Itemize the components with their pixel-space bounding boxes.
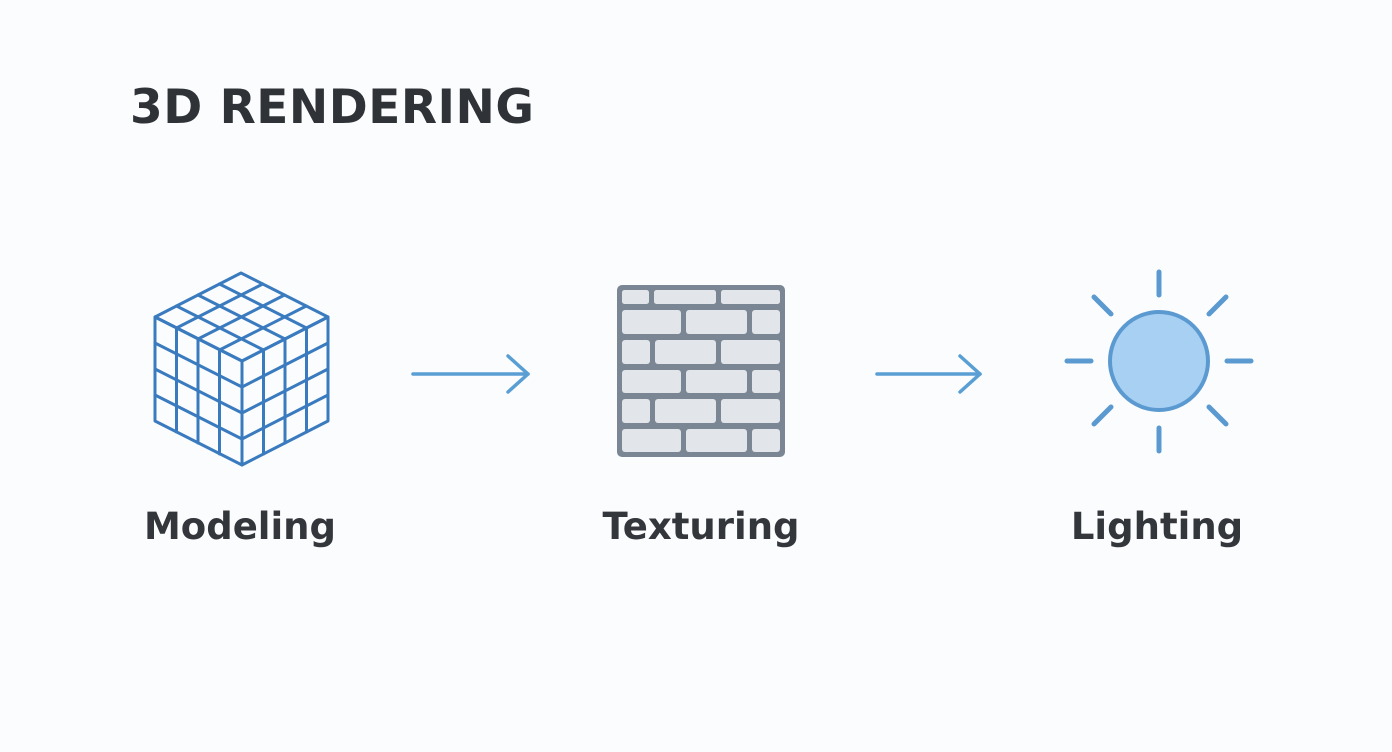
sun-icon [1064,269,1254,454]
arrow-right-icon [875,354,982,394]
diagram-title: 3D RENDERING [130,80,535,135]
wireframe-cube-icon [153,271,330,467]
arrow-right-icon [411,354,530,394]
brick-wall-icon [617,285,785,457]
stage-label-texturing: Texturing [602,505,800,548]
stage-label-modeling: Modeling [143,505,336,548]
stage-label-lighting: Lighting [1070,505,1244,548]
